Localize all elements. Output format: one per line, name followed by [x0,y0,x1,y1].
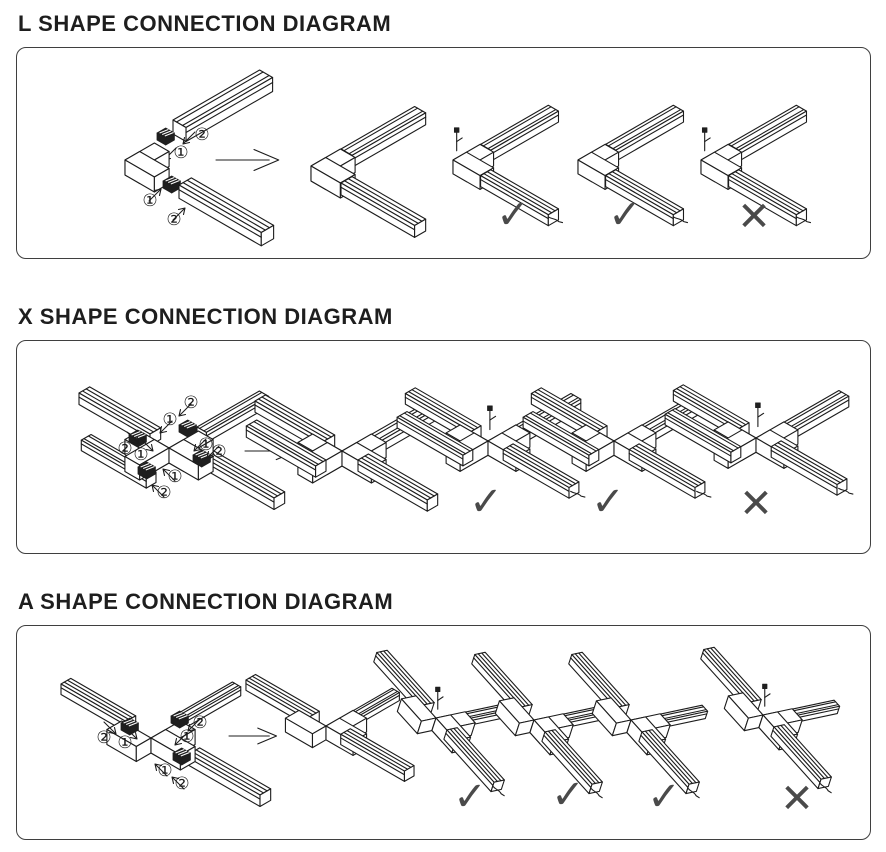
assembly-arrow-icon [215,149,280,171]
circled-number-callout: ① [179,727,194,747]
circled-number-callout: ① [162,410,177,430]
circled-number-callout: ② [117,439,132,459]
a-shape-diagram-canvas: ② ① ② ① ① ② ✓ [60,626,870,822]
track-rail [172,69,274,143]
circled-number-callout: ① [173,143,188,163]
circled-number-callout: ② [174,774,189,794]
check-icon: ✓ [647,774,681,820]
circled-number-callout: ① [198,435,213,455]
assembly-arrow-icon [228,727,277,745]
cross-icon: ✕ [739,481,773,527]
check-icon: ✓ [496,192,530,238]
exploded-view: ② ① ① ② [125,69,275,247]
check-icon: ✓ [469,479,503,525]
exploded-view: ② ① ② ① ① ② ① ② [78,386,286,510]
l-shape-diagram-canvas: ② ① ① ② ✓ [17,69,811,247]
circled-number-callout: ① [117,733,132,753]
exploded-view: ② ① ② ① ① ② [60,677,272,807]
circled-number-callout: ② [192,713,207,733]
section-title: L SHAPE CONNECTION DIAGRAM [18,11,392,36]
cross-icon: ✕ [737,194,771,240]
power-pin-icon [701,127,711,152]
check-icon: ✓ [551,772,585,818]
corner-connector [125,143,169,192]
check-icon: ✓ [591,479,625,525]
power-pin-icon [487,405,497,431]
diagram-box: ② ① ② ① ① ② ① ② [16,340,871,554]
circled-number-callout: ② [166,210,181,230]
l-shape-section: L SHAPE CONNECTION DIAGRAM ② ① ① ② [0,0,886,280]
power-pin-icon [453,127,463,152]
circled-number-callout: ② [194,125,209,145]
circled-number-callout: ① [157,761,172,781]
diagram-box: ② ① ② ① ① ② ✓ [16,625,871,840]
section-title: A SHAPE CONNECTION DIAGRAM [18,589,394,614]
check-icon: ✓ [453,774,487,820]
assembled-a-shape [246,674,414,781]
check-icon: ✓ [608,192,642,238]
diagram-box: ② ① ① ② ✓ [16,47,871,259]
a-shape-section: A SHAPE CONNECTION DIAGRAM ② ① ② ① [0,578,886,852]
circled-number-callout: ② [156,483,171,503]
circled-number-callout: ② [211,442,226,462]
circled-number-callout: ② [96,728,111,748]
power-pin-icon [435,686,444,710]
circled-number-callout: ① [133,445,148,465]
circled-number-callout: ① [142,191,157,211]
track-rail [188,747,272,807]
x-shape-section: X SHAPE CONNECTION DIAGRAM ② ① ② [0,293,886,573]
assembled-l-shape [311,107,426,238]
x-shape-diagram-canvas: ② ① ② ① ① ② ① ② [78,341,854,527]
power-pin-icon [762,683,771,707]
circled-number-callout: ① [167,467,182,487]
cross-icon: ✕ [780,776,814,822]
connector-clip-icon [156,127,175,146]
section-title: X SHAPE CONNECTION DIAGRAM [18,304,393,329]
track-rail [178,177,275,247]
power-pin-icon [755,402,765,428]
